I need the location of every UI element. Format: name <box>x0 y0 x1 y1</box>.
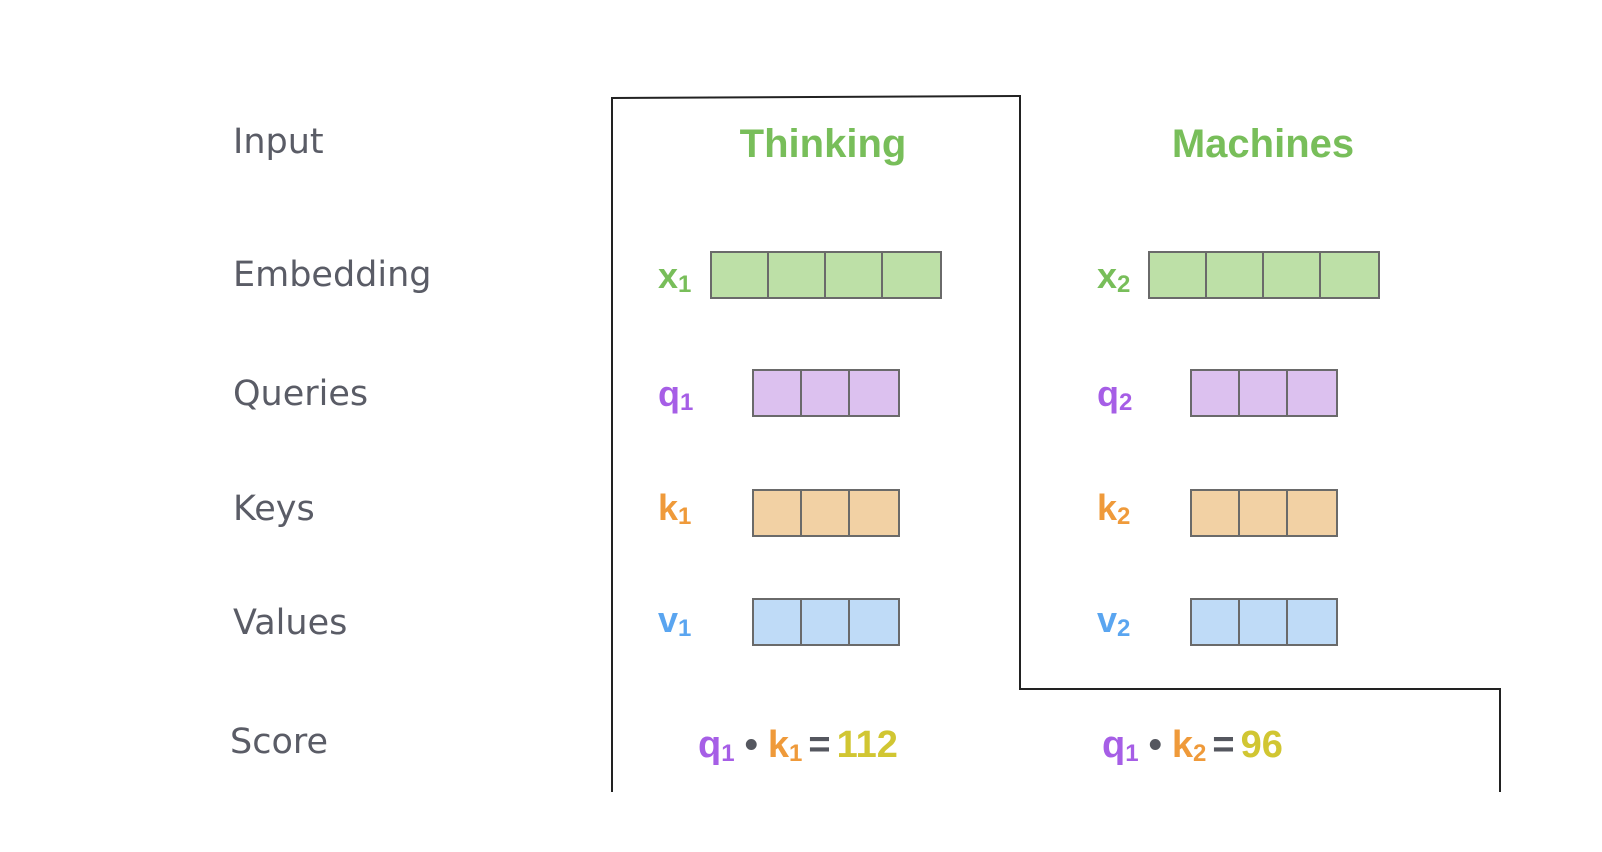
input-word-machines: Machines <box>1171 122 1355 166</box>
score-value-machines: 96 <box>1240 724 1283 766</box>
row-label-input: Input <box>233 122 324 162</box>
score-thinking: q1•k1=112 <box>698 724 898 767</box>
query-label-q2: q2 <box>1097 373 1133 416</box>
key-vector-2 <box>1190 489 1338 537</box>
row-label-queries: Queries <box>233 374 369 414</box>
query-label-q1: q1 <box>658 373 694 416</box>
key-vector-1 <box>752 489 900 537</box>
value-label-v2: v2 <box>1097 599 1131 642</box>
embedding-vector-2 <box>1148 251 1380 299</box>
score-value-thinking: 112 <box>836 724 898 766</box>
row-label-embedding: Embedding <box>233 255 432 295</box>
score-machines: q1•k2=96 <box>1102 724 1283 767</box>
value-vector-1 <box>752 598 900 646</box>
row-label-values: Values <box>233 603 348 643</box>
query-vector-1 <box>752 369 900 417</box>
input-word-thinking: Thinking <box>739 122 907 166</box>
embedding-label-x2: x2 <box>1097 255 1131 298</box>
query-vector-2 <box>1190 369 1338 417</box>
embedding-label-x1: x1 <box>658 255 692 298</box>
value-label-v1: v1 <box>658 599 692 642</box>
row-label-keys: Keys <box>233 489 315 529</box>
embedding-vector-1 <box>710 251 942 299</box>
value-vector-2 <box>1190 598 1338 646</box>
key-label-k2: k2 <box>1097 487 1131 530</box>
row-label-score: Score <box>230 722 329 762</box>
key-label-k1: k1 <box>658 487 692 530</box>
